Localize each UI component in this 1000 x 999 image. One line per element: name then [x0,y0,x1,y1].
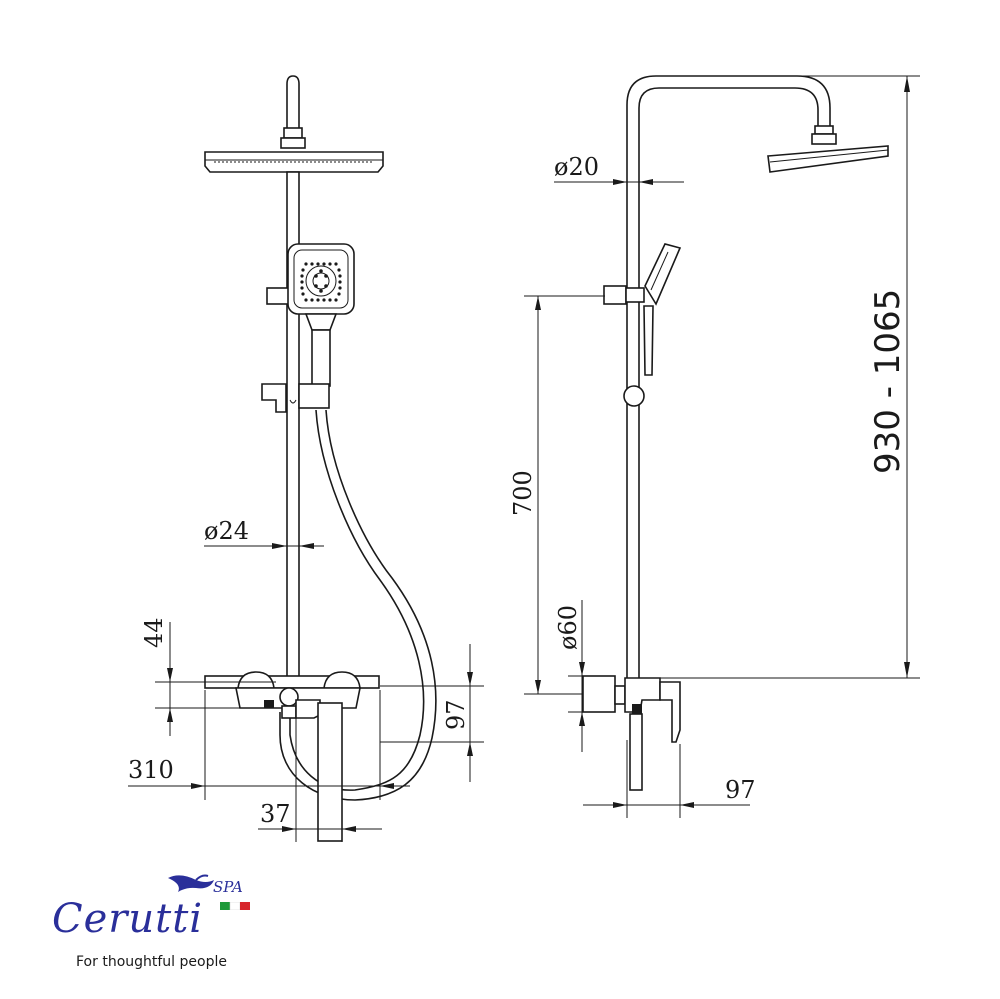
dim-front-spout-offset: 37 [260,800,291,828]
side-view [582,75,889,791]
front-hand-shower [287,243,355,387]
italian-flag-icon [220,902,250,910]
dim-side-rail-height: 700 [509,470,537,516]
side-shower-head [767,145,889,173]
brand-name: Cerutti [52,896,204,942]
front-shower-head [204,151,384,173]
dim-front-rail-diameter: ø24 [204,517,249,545]
dim-side-total-height: 930 - 1065 [868,289,908,474]
front-dimensions: ø24 44 97 310 37 [128,517,484,842]
dim-front-upper-offset: 44 [140,617,168,648]
brand-tagline: For thoughtful people [76,954,227,970]
side-dimensions: ø20 700 ø60 97 930 - 1065 [509,75,920,818]
front-mixer [204,671,380,842]
dim-side-pipe-diameter: ø20 [554,153,599,181]
front-view [204,75,437,842]
brand-logo: SPA Cerutti For thoughtful people [48,868,278,978]
brand-spa: SPA [213,878,243,896]
dolphin-icon [168,874,214,892]
dim-front-width: 310 [128,756,174,784]
dim-side-body-diameter: ø60 [554,605,582,650]
dim-front-lower-height: 97 [442,699,470,730]
dim-side-projection: 97 [725,776,756,804]
